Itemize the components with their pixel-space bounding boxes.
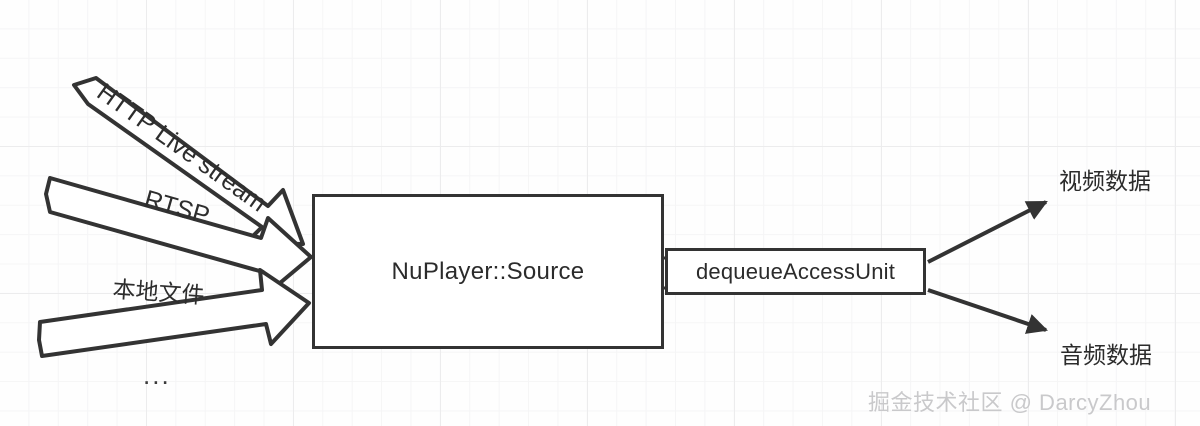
- input-arrow-http: [72, 76, 305, 246]
- node-dequeue-access-unit[interactable]: dequeueAccessUnit: [665, 248, 926, 295]
- output-arrow-video: [927, 200, 1048, 264]
- output-label-video-data: 视频数据: [1059, 168, 1151, 194]
- node-dequeue-access-unit-label: dequeueAccessUnit: [695, 258, 896, 284]
- watermark: 掘金技术社区 @ DarcyZhou: [868, 390, 1152, 415]
- input-arrow-local: [37, 268, 311, 358]
- node-nuplayer-source-label: NuPlayer::Source: [391, 257, 585, 285]
- edge-label-local-file: 本地文件: [111, 275, 206, 309]
- input-arrow-rtsp: [44, 176, 313, 295]
- node-nuplayer-source[interactable]: NuPlayer::Source: [312, 194, 664, 349]
- output-arrow-audio: [927, 288, 1048, 334]
- edge-label-more-sources: ...: [143, 360, 171, 390]
- output-label-audio-data: 音频数据: [1060, 342, 1152, 368]
